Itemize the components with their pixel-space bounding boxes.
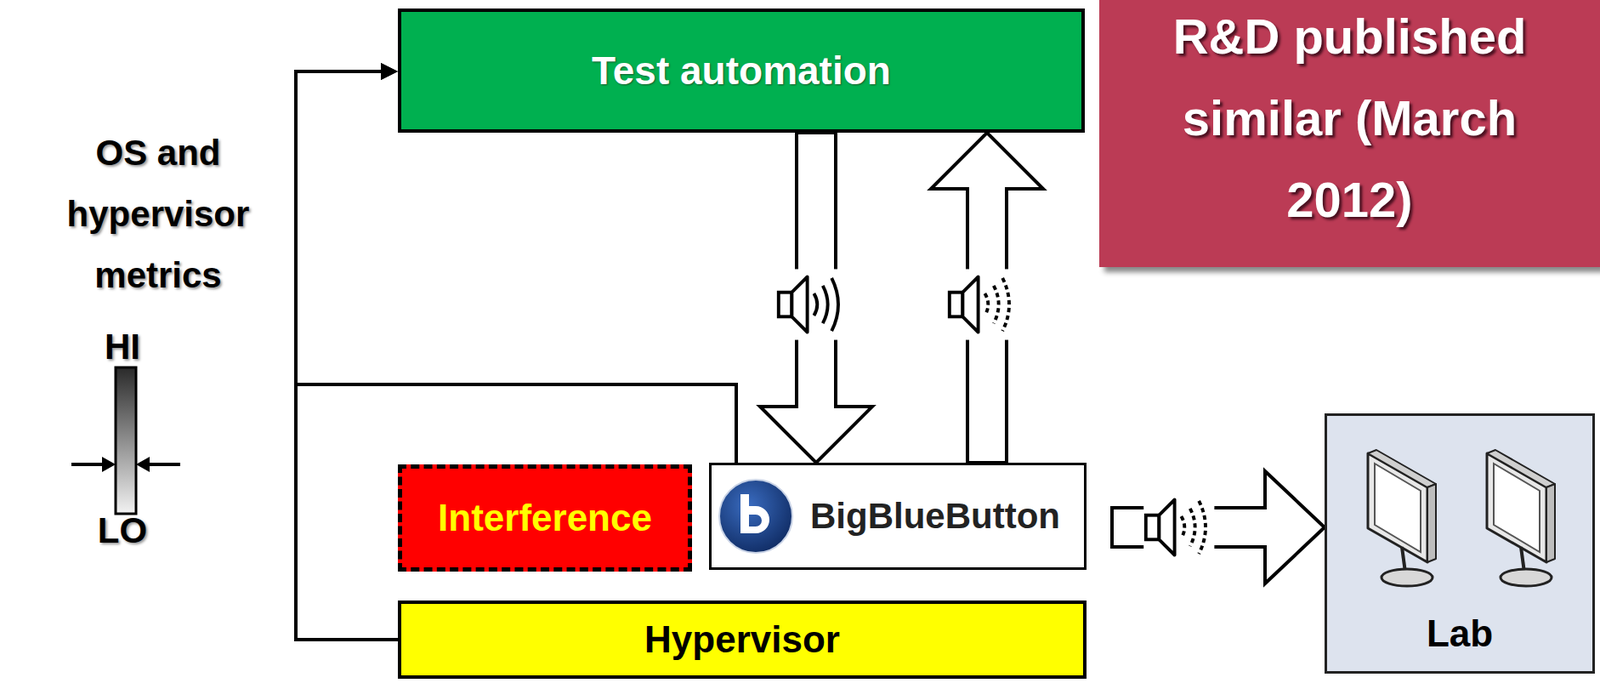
block-arrow — [930, 132, 1044, 463]
automation-box: Test automation — [397, 8, 1085, 133]
interference-box: Interference — [397, 464, 693, 572]
side-label: LO — [88, 510, 157, 551]
block-arrow — [1112, 470, 1325, 584]
block-arrow — [760, 132, 873, 463]
speaker-noisy — [1143, 491, 1215, 562]
node-text: Hypervisor — [644, 618, 840, 662]
side-label: HI — [88, 326, 157, 368]
speaker-clean — [776, 268, 847, 340]
lab-computers — [1333, 444, 1589, 598]
bigbluebutton-box: BigBlueButton — [709, 462, 1087, 570]
note-box: R&D published similar (March 2012) — [1099, 0, 1600, 267]
hypervisor-bar: Hypervisor — [397, 600, 1087, 679]
side-label: OS and hypervisor metrics — [43, 122, 273, 307]
node-text: R&D published similar (March 2012) — [1124, 0, 1575, 241]
node-text: BigBlueButton — [810, 495, 1061, 537]
gauge-bar — [71, 367, 181, 514]
feedback-line — [295, 62, 398, 640]
speaker-noisy — [947, 268, 1018, 340]
node-text: Interference — [437, 496, 653, 540]
node-text: Test automation — [591, 48, 891, 94]
lab-box: Lab — [1324, 413, 1595, 674]
node-text: Lab — [1426, 612, 1493, 656]
bbb-logo — [714, 475, 797, 557]
